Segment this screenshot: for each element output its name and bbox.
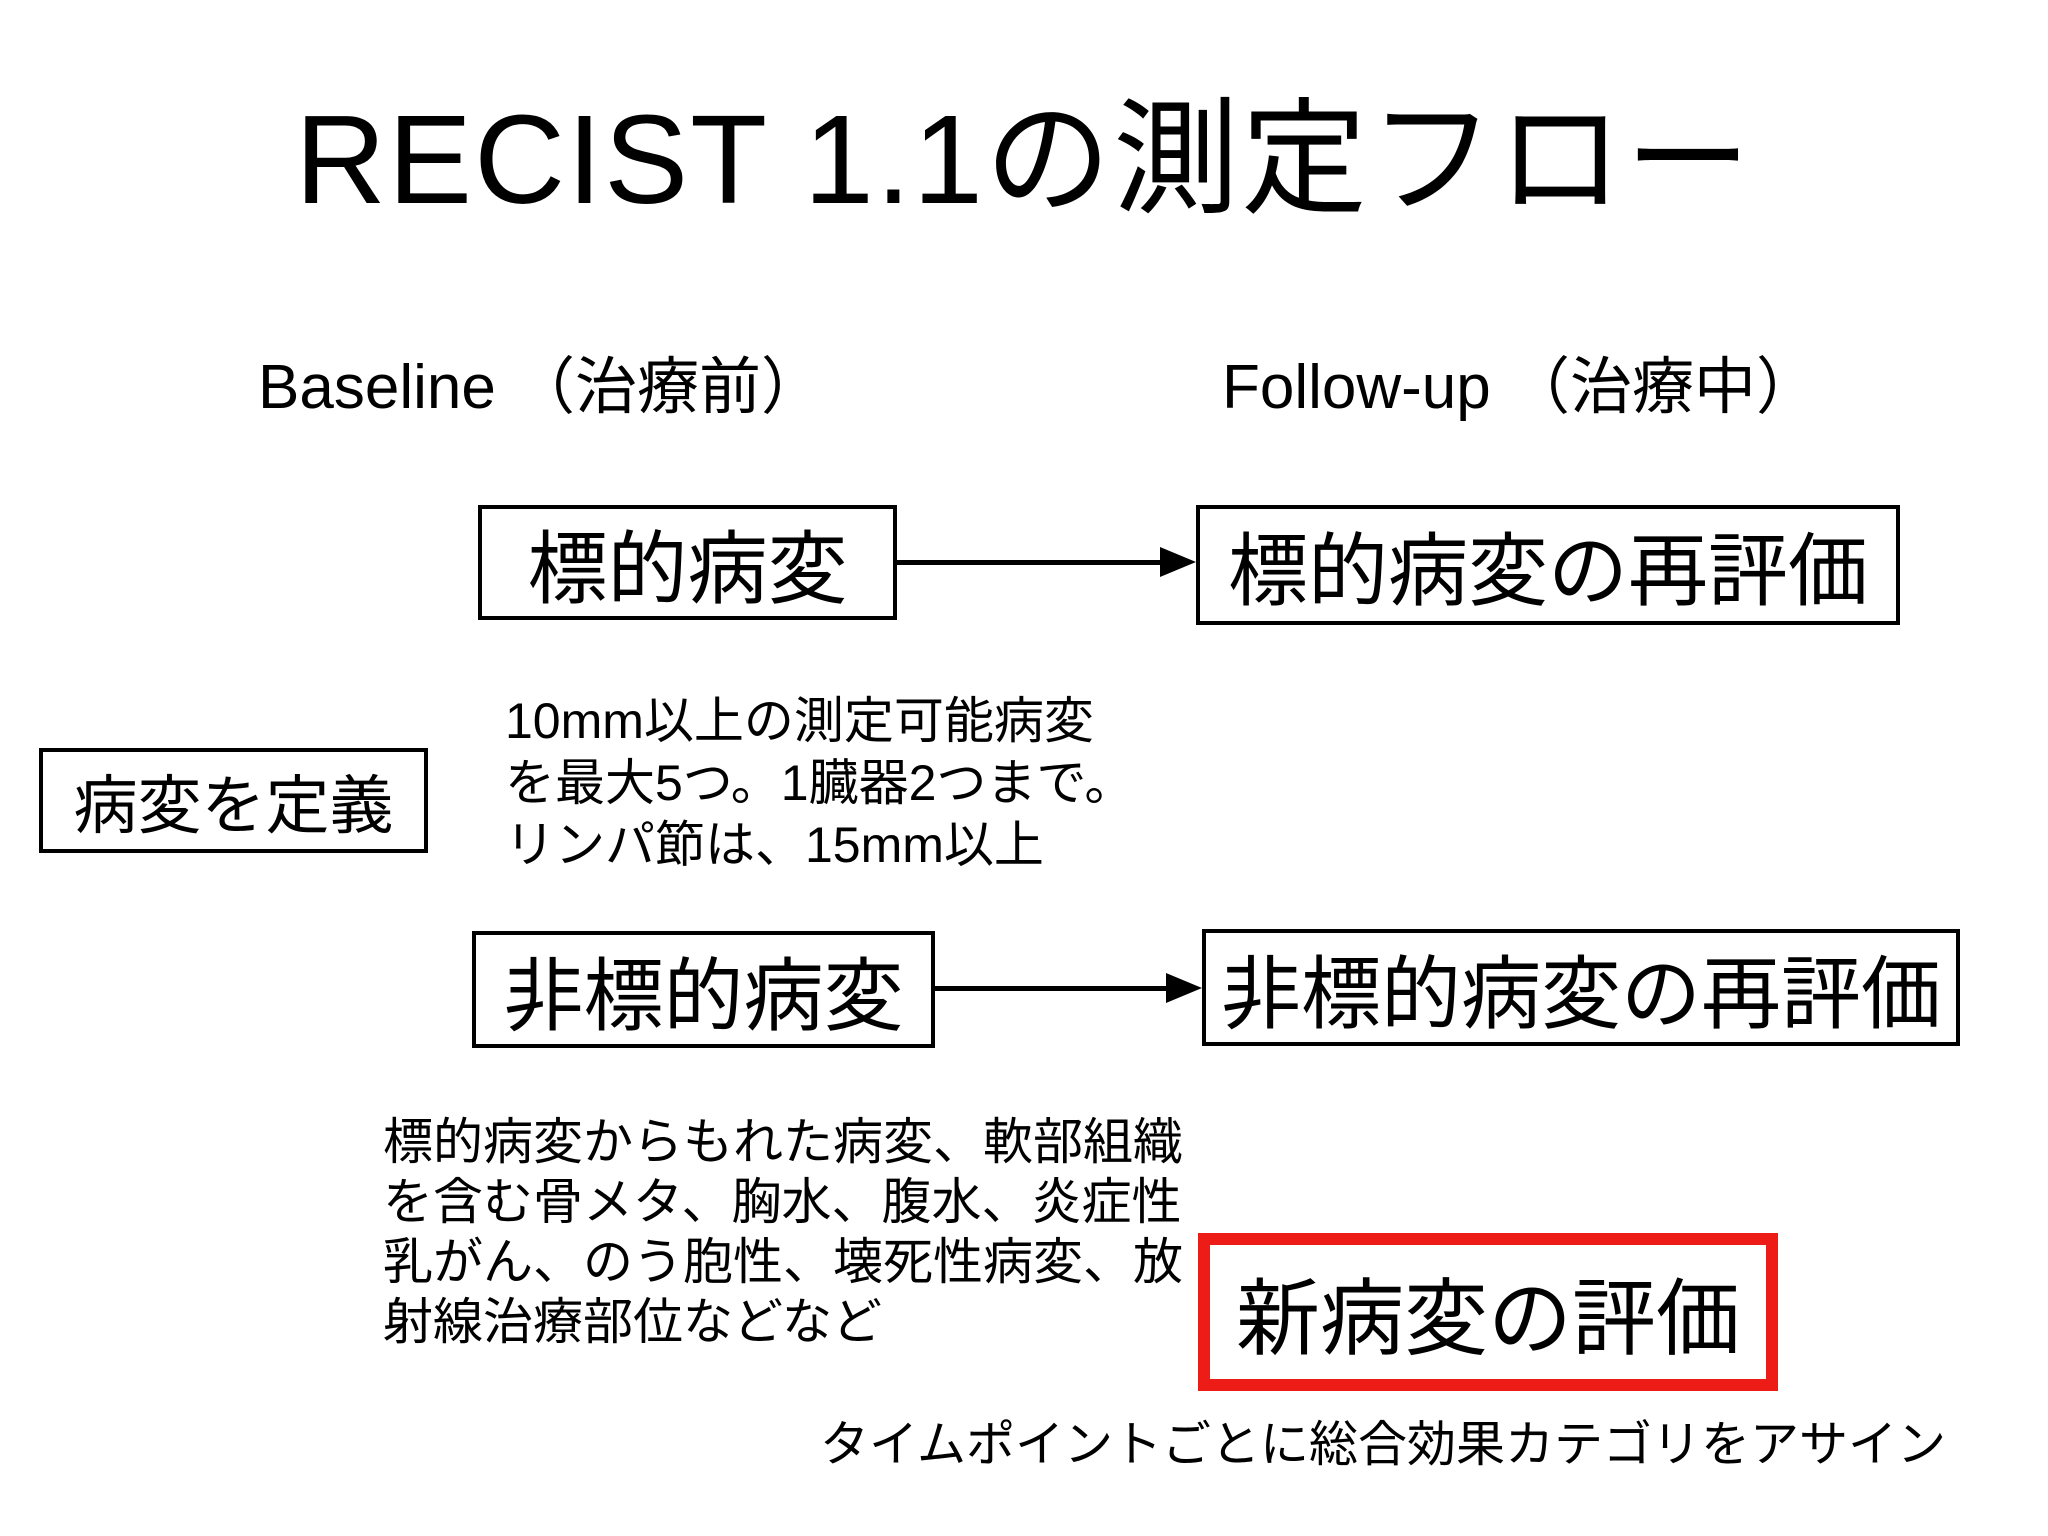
nontarget-lesion-examples-note: 標的病変からもれた病変、軟部組織 を含む骨メタ、胸水、腹水、炎症性 乳がん、のう…: [383, 1114, 1183, 1350]
arrow-nontarget-to-reassess-line: [935, 986, 1166, 991]
column-header-followup: Follow-up （治療中）: [1222, 353, 1818, 422]
flow-box-new-lesion-evaluation-highlighted: 新病変の評価: [1198, 1233, 1778, 1391]
timepoint-assignment-footer-note: タイムポイントごとに総合効果カテゴリをアサイン: [820, 1418, 1947, 1472]
arrow-nontarget-to-reassess-head-icon: [1166, 973, 1202, 1003]
arrow-target-to-reassess-head-icon: [1160, 547, 1196, 577]
flow-box-nontarget-lesion: 非標的病変: [472, 931, 935, 1048]
flow-box-target-lesion: 標的病変: [478, 505, 897, 620]
flow-box-target-lesion-reassessment: 標的病変の再評価: [1196, 505, 1900, 625]
flow-box-nontarget-lesion-reassessment: 非標的病変の再評価: [1202, 929, 1960, 1046]
column-header-baseline: Baseline （治療前）: [258, 353, 824, 422]
arrow-target-to-reassess-line: [897, 560, 1162, 565]
flow-box-define-lesions: 病変を定義: [39, 748, 428, 853]
target-lesion-criteria-note: 10mm以上の測定可能病変 を最大5つ。1臓器2つまで。 リンパ節は、15mm以…: [505, 693, 1135, 873]
slide-title: RECIST 1.1の測定フロー: [295, 89, 1753, 230]
